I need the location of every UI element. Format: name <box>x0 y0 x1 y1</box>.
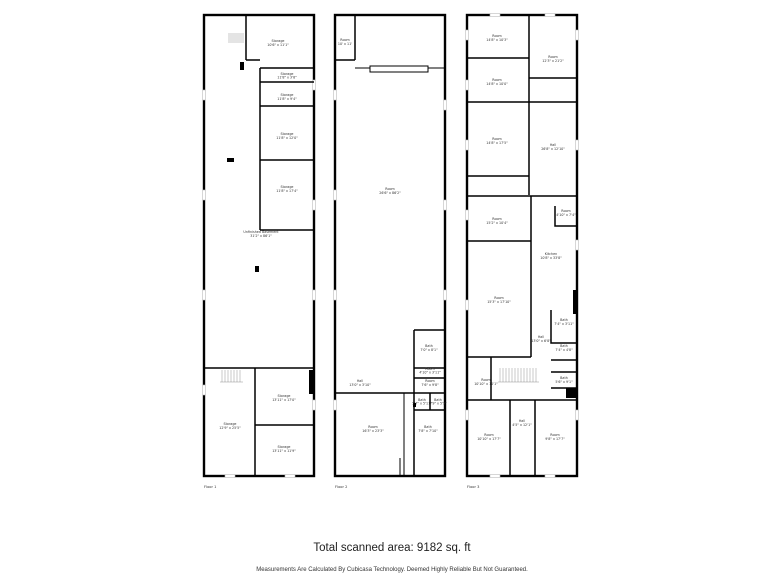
floor-3-plan <box>465 13 579 478</box>
total-area: Total scanned area: 9182 sq. ft <box>313 542 471 554</box>
floor-label: Floor 2 <box>335 485 347 489</box>
floor-label: Floor 1 <box>204 485 216 489</box>
floor-label: Floor 3 <box>467 485 479 489</box>
disclaimer: Measurements Are Calculated By Cubicasa … <box>256 567 528 573</box>
floor-2-plan <box>333 13 447 478</box>
floor-1-plan <box>202 13 316 478</box>
